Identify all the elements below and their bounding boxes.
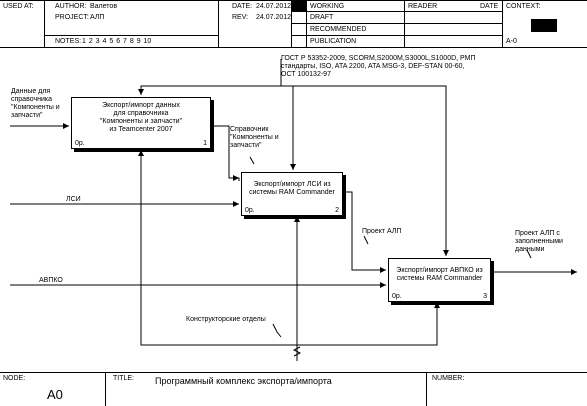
rev-value: 24.07.2012: [256, 14, 292, 21]
status-draft: DRAFT: [310, 14, 334, 21]
activity-box-1[interactable]: Экспорт/импорт данных для справочника "К…: [71, 97, 211, 149]
activity-box-1-label: Экспорт/импорт данных для справочника "К…: [99, 102, 183, 133]
context-parent-box: [531, 19, 557, 32]
arrow-output-2: [342, 191, 386, 273]
status-working: WORKING: [310, 3, 345, 10]
date-value: 24.07.2012: [256, 3, 292, 10]
notes-label: NOTES:: [55, 38, 82, 45]
node-label: NODE:: [3, 375, 26, 382]
date-label: DATE:: [232, 3, 253, 10]
arrow-control: [138, 59, 282, 95]
activity-box-3-cost: 0р.: [392, 293, 402, 300]
label-mechanism: Конструкторские отделы: [186, 316, 266, 323]
number-label: NUMBER:: [432, 375, 465, 382]
activity-box-3[interactable]: Экспорт/импорт АВПКО из системы RAM Comm…: [388, 258, 491, 302]
project-value: АЛП: [90, 14, 105, 21]
label-input-lsi: ЛСИ: [66, 196, 81, 203]
activity-box-1-cost: 0р.: [75, 140, 85, 147]
rev-label: REV:: [232, 14, 249, 21]
status-recommended: RECOMMENDED: [310, 26, 367, 33]
label-control: ГОСТ Р 53352-2009, SCORM,S2000M,S3000L,S…: [281, 55, 476, 78]
label-output-2: Проект АЛП: [362, 228, 402, 235]
node-value: A0: [47, 387, 63, 402]
label-output-3: Проект АЛП с заполненными данными: [515, 230, 563, 253]
project-label: PROJECT:: [55, 14, 89, 21]
title-label: TITLE:: [113, 375, 135, 382]
label-output-1: Справочник "Компоненты и запчасти": [230, 126, 279, 149]
activity-box-1-number: 1: [203, 140, 207, 147]
activity-box-2-label: Экспорт/импорт ЛСИ из системы RAM Comman…: [249, 181, 335, 196]
context-label: CONTEXT:: [506, 3, 541, 10]
author-label: AUTHOR:: [55, 3, 87, 10]
reader-date-label: DATE: [480, 3, 499, 10]
activity-box-3-label: Экспорт/импорт АВПКО из системы RAM Comm…: [396, 267, 483, 282]
activity-box-2-number: 2: [335, 207, 339, 214]
title-value: Программный комплекс экспорта/импорта: [155, 376, 332, 386]
working-status-marker: [292, 1, 306, 11]
activity-box-2[interactable]: Экспорт/импорт ЛСИ из системы RAM Comman…: [241, 172, 343, 216]
notes-numbers: 1 2 3 4 5 6 7 8 9 10: [82, 38, 152, 45]
status-publication: PUBLICATION: [310, 38, 357, 45]
context-node: A-0: [506, 38, 517, 45]
activity-box-3-number: 3: [483, 293, 487, 300]
reader-label: READER: [408, 3, 438, 10]
label-input-avpko: АВПКО: [39, 277, 63, 284]
author-value: Валетов: [90, 3, 118, 10]
used-at-label: USED AT:: [3, 3, 34, 10]
activity-box-2-cost: 0р.: [245, 207, 255, 214]
label-input-data: Данные для справочника "Компоненты и зап…: [11, 88, 60, 119]
arrow-mechanism: [138, 150, 298, 361]
